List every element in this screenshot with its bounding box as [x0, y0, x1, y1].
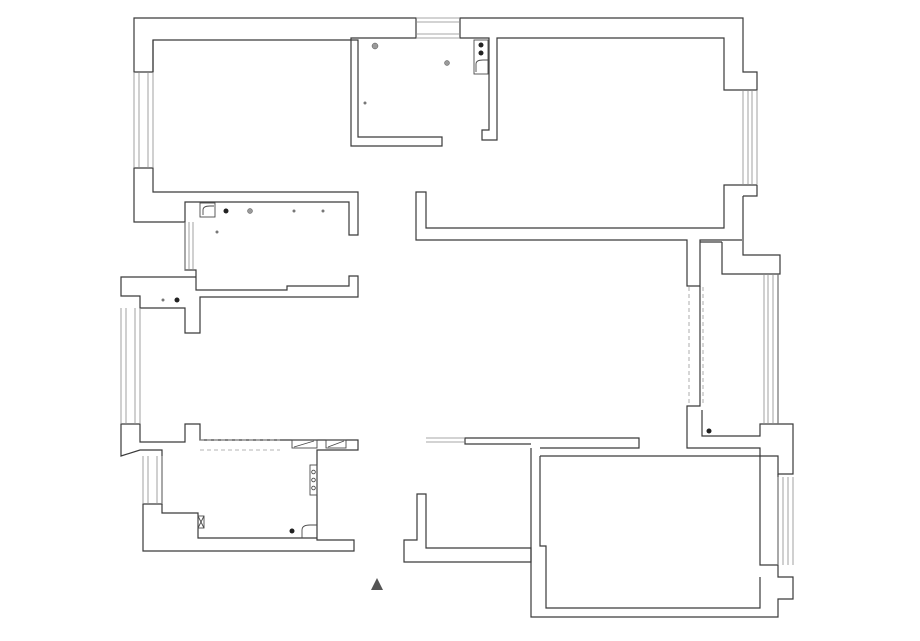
meter-icon [197, 515, 205, 529]
floor-drain-icon [371, 42, 379, 50]
fixtures [161, 39, 712, 538]
west-mid-wall [120, 222, 359, 334]
window-west-lower [142, 456, 163, 504]
window-west-mid [120, 308, 141, 424]
east-step [721, 196, 781, 275]
window-top [416, 17, 460, 39]
cooktop-icon [309, 464, 318, 496]
windows [120, 17, 794, 565]
floor-drain-icon [247, 208, 253, 214]
outlet-icon [215, 230, 219, 234]
bedroom-se-wall [464, 437, 794, 618]
sink-icon [475, 59, 488, 72]
south-mid-wall [403, 493, 532, 563]
outlet-icon [321, 209, 325, 213]
pipe-icon [174, 297, 180, 303]
balcony-opening [688, 287, 704, 404]
toilet-icon [473, 39, 489, 75]
pipe-icon [223, 208, 229, 214]
outlet-icon [161, 298, 165, 302]
sink-icon [327, 440, 345, 448]
bedroom-ne-wall [459, 17, 758, 141]
toilet-icon [199, 202, 216, 218]
window-east-balcony [763, 274, 779, 424]
sink-icon [202, 205, 214, 215]
window-west-bath [184, 222, 194, 270]
kitchen-opening [200, 439, 280, 451]
floor-drain-icon [444, 60, 450, 66]
bedroom-nw-wall [133, 17, 443, 147]
stove-icon [291, 439, 318, 449]
window-east-upper [742, 90, 758, 185]
window-south-mid [426, 437, 465, 443]
meter-icon [197, 515, 205, 529]
kitchen-inner [161, 504, 317, 539]
window-west-upper [133, 72, 154, 168]
burner-icon [311, 477, 316, 483]
north-arrow-icon [371, 578, 383, 590]
burner-icon [311, 485, 316, 491]
pipe-icon [289, 528, 295, 534]
west-lower-wall [120, 423, 359, 552]
sink-icon [325, 439, 347, 449]
sink-icon [301, 524, 317, 538]
window-east-lower [777, 477, 794, 565]
outlet-icon [363, 101, 367, 105]
outlet-icon [292, 209, 296, 213]
walls [120, 17, 794, 618]
pipe-icon [706, 428, 712, 434]
pipe-icon [478, 50, 484, 56]
stove-icon [293, 440, 315, 448]
east-balcony-wall [686, 241, 794, 475]
bedroom-ne-lower [415, 184, 758, 287]
bedroom-nw-inner [133, 40, 359, 236]
burner-icon [311, 469, 316, 475]
pipe-icon [478, 42, 484, 48]
openings [200, 287, 704, 451]
